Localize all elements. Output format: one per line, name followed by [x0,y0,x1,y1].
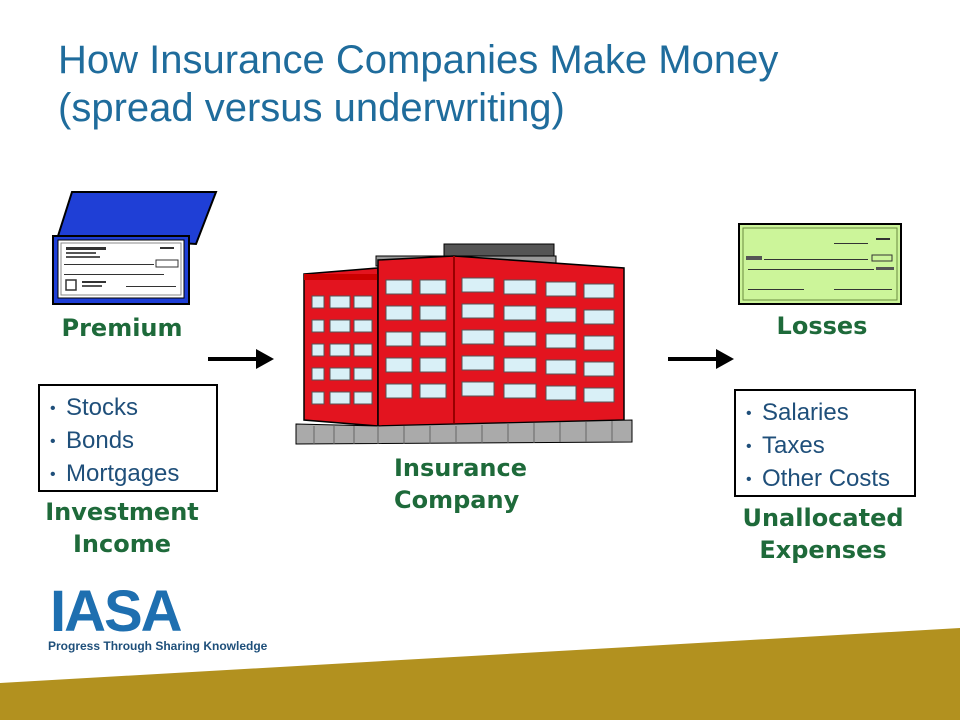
insurance-building-icon [295,243,633,445]
unallocated-expenses-label: Unallocated Expenses [716,502,930,566]
expense-item-salaries: Salaries [762,399,849,426]
investment-income-label: Investment Income [22,496,222,560]
checkbook-icon [52,191,218,305]
iasa-logo-tagline: Progress Through Sharing Knowledge [48,639,268,653]
list-item: •Taxes [746,432,825,459]
investment-income-line-2: Income [72,530,171,558]
investment-item-bonds: Bonds [66,427,135,454]
premium-label: Premium [61,314,183,342]
investment-item-mortgages: Mortgages [66,460,180,487]
investment-income-line-1: Investment [45,498,199,526]
arrow-right-icon-left [208,349,274,369]
losses-label: Losses [776,312,868,340]
iasa-logo: IASA [50,579,183,644]
investments-box: •Stocks •Bonds •Mortgages [38,384,218,492]
insurance-company-line-2: Company [394,486,520,514]
expenses-list: •Salaries •Taxes •Other Costs [746,397,914,496]
list-item: •Stocks [50,394,139,421]
unallocated-expenses-line-1: Unallocated [742,504,904,532]
insurance-company-label: Insurance Company [394,452,574,516]
list-item: •Bonds [50,427,135,454]
arrow-right-icon-right [668,349,734,369]
expense-item-other-costs: Other Costs [762,465,891,492]
unallocated-expenses-line-2: Expenses [759,536,887,564]
check-icon [738,223,902,305]
slide-title: How Insurance Companies Make Money (spre… [58,36,918,132]
title-line-2: (spread versus underwriting) [58,86,565,130]
insurance-company-line-1: Insurance [394,454,528,482]
list-item: •Salaries [746,399,849,426]
expense-item-taxes: Taxes [762,432,825,459]
investments-list: •Stocks •Bonds •Mortgages [50,392,216,491]
expenses-box: •Salaries •Taxes •Other Costs [734,389,916,497]
list-item: •Mortgages [50,460,180,487]
list-item: •Other Costs [746,465,891,492]
title-line-1: How Insurance Companies Make Money [58,38,779,82]
investment-item-stocks: Stocks [66,394,139,421]
